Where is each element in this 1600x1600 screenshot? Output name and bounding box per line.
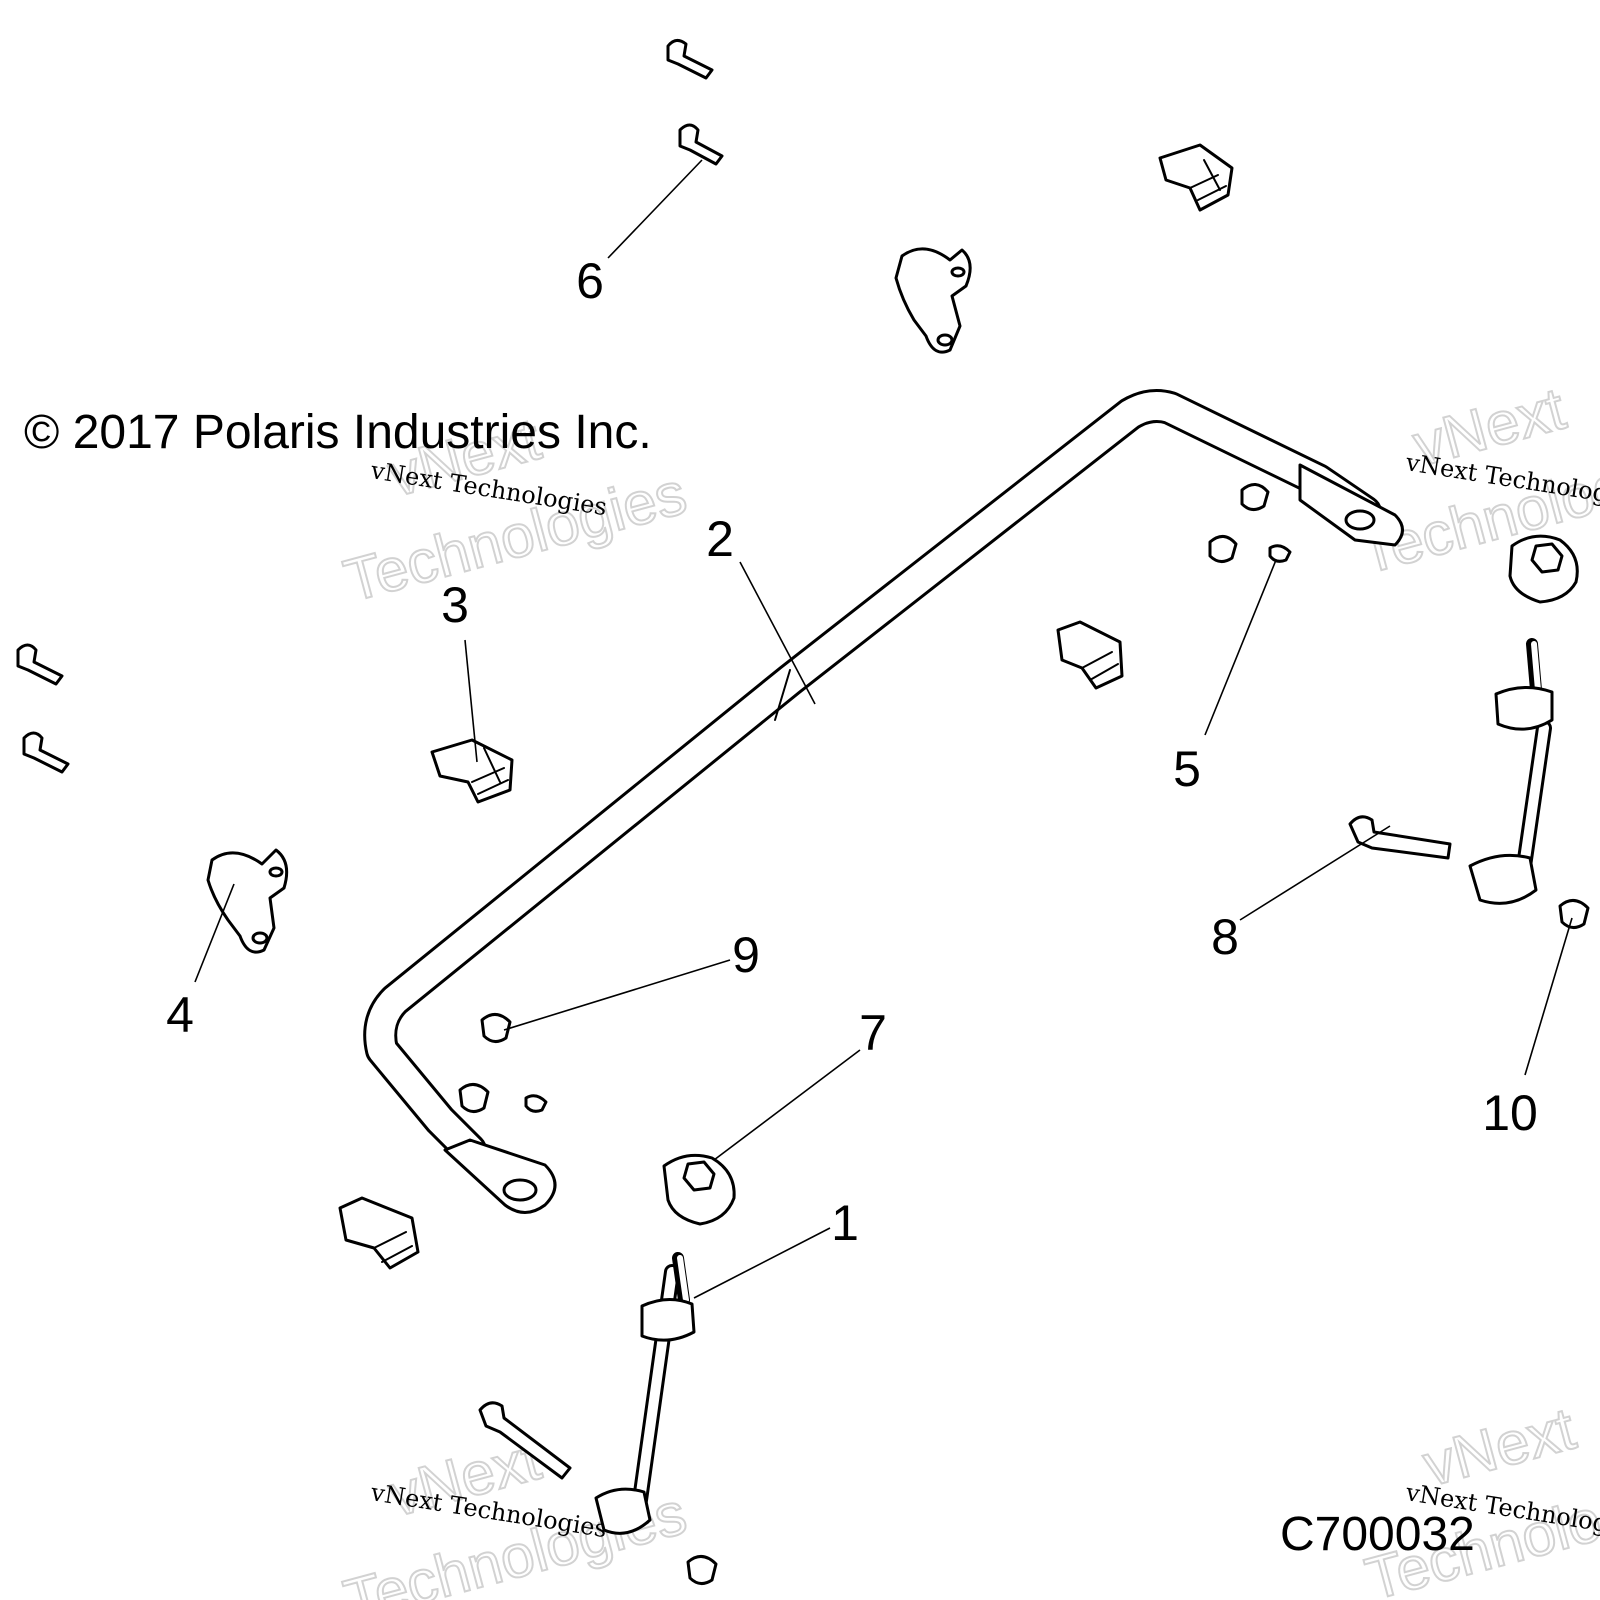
- bolt-top-1: [666, 39, 714, 80]
- grommet-top-1: [1240, 483, 1270, 511]
- cap-nut-top-right: [1508, 534, 1579, 604]
- callout-8: 8: [1211, 909, 1239, 965]
- leader-6: [607, 159, 703, 259]
- callout-3: 3: [441, 577, 469, 633]
- bolt-left-2: [22, 731, 70, 774]
- bolt-8: [1348, 815, 1452, 860]
- watermark-bottom-right: vNext Technologies: [1358, 1394, 1600, 1600]
- leader-4: [194, 883, 235, 983]
- leader-10: [1524, 917, 1573, 1076]
- leader-2: [739, 561, 816, 705]
- bushing-right-middle: [1056, 620, 1124, 690]
- bolt-left-1: [16, 643, 64, 686]
- callout-9: 9: [732, 927, 760, 983]
- callout-6: 6: [576, 253, 604, 309]
- grommet-10: [1558, 899, 1590, 929]
- link-rod-1: [594, 1252, 696, 1535]
- clamp-top: [894, 247, 972, 354]
- leader-7: [713, 1049, 861, 1161]
- link-rod-right: [1468, 638, 1554, 905]
- leader-5: [1204, 559, 1277, 736]
- callout-7: 7: [859, 1005, 887, 1061]
- cap-nut-7: [662, 1153, 736, 1226]
- bolt-top-2: [678, 123, 724, 166]
- nut-5: [1268, 544, 1292, 563]
- bushing-3: [430, 738, 514, 804]
- stabilizer-bar: [363, 389, 1404, 1214]
- leader-8: [1239, 825, 1391, 921]
- grommet-9: [480, 1013, 512, 1043]
- bolt-bottom-left: [478, 1401, 572, 1480]
- leader-1: [693, 1227, 831, 1299]
- bushing-left-bottom: [338, 1196, 420, 1270]
- copyright-text: © 2017 Polaris Industries Inc.: [24, 406, 652, 459]
- nut-lower-left: [524, 1094, 548, 1113]
- bushing-top-right: [1158, 143, 1234, 212]
- leader-3: [464, 639, 478, 763]
- callout-4: 4: [166, 987, 194, 1043]
- callout-1: 1: [831, 1195, 859, 1251]
- leader-9: [503, 959, 731, 1031]
- drawing-id: C700032: [1280, 1508, 1475, 1561]
- grommet-bottom: [686, 1555, 718, 1585]
- callout-2: 2: [706, 511, 734, 567]
- callout-5: 5: [1173, 741, 1201, 797]
- grommet-lower-left: [458, 1083, 490, 1113]
- grommet-top-2: [1208, 535, 1238, 563]
- callout-10: 10: [1482, 1085, 1538, 1141]
- clamp-4: [206, 848, 289, 954]
